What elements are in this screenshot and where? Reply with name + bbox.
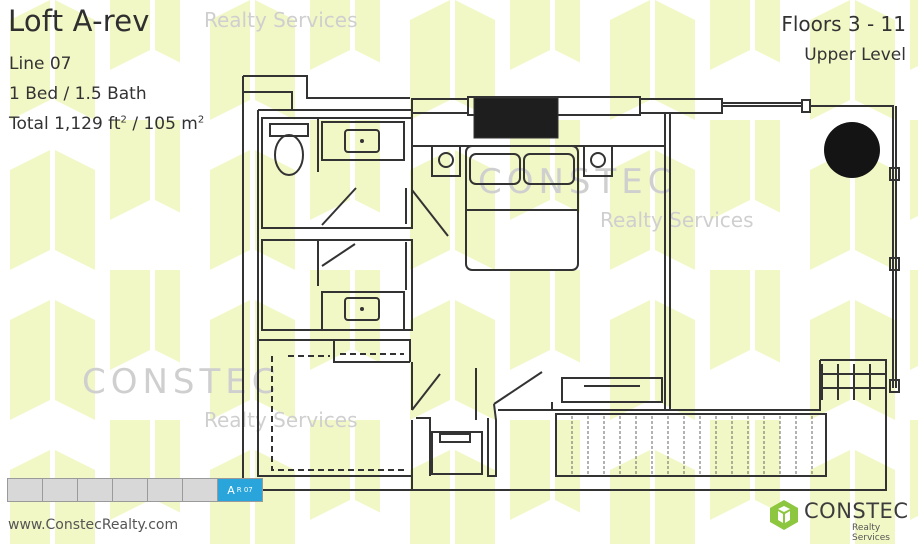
company-logo: CONSTEC Realty Services [768,497,913,543]
door-swing [321,242,407,290]
unit-tab[interactable] [183,479,218,501]
unit-tab[interactable] [43,479,78,501]
level-info: Upper Level [804,45,906,65]
area-prefix: Total [9,114,55,134]
tv-stand [561,377,663,403]
exterior-wall [257,110,413,490]
sink-drain [360,307,364,311]
nightstand [583,145,613,177]
plan-title: Loft A-rev [8,4,150,38]
lamp [438,152,454,168]
window [889,379,900,393]
window [639,98,723,114]
area-m-exp: 2 [197,114,205,126]
washer [431,431,483,475]
lamp [590,152,606,168]
window [889,257,900,271]
bathtub-drain [360,139,364,143]
railing [810,105,897,388]
watermark-service-text: Realty Services [204,8,358,32]
pillow [523,153,575,185]
bed [465,145,579,271]
area-m: / 105 m [126,114,198,134]
area-ft: 1,129 ft [54,114,121,134]
door-swing [475,368,543,420]
website-link[interactable]: www.ConstecRealty.com [8,517,179,533]
nightstand [431,145,461,177]
sink [344,297,380,321]
tv-screen [473,97,559,139]
floors-info: Floors 3 - 11 [781,12,906,36]
logo-name: CONSTEC [804,499,909,523]
staircase [555,413,827,477]
bathroom-wall [262,118,320,229]
closet-wall [258,339,411,363]
interior-wall [498,360,821,411]
logo-icon [770,500,798,530]
area-ft-exp: 2 [120,114,127,126]
staircase-rail [821,364,886,400]
sink [344,129,380,153]
toilet [274,134,304,176]
exterior-wall [242,75,887,491]
unit-tab[interactable] [78,479,113,501]
door-swing [411,189,449,237]
washer-panel [439,433,471,443]
closet-wall [411,362,441,476]
line-number: Line 07 [9,54,72,74]
vanity [321,291,405,331]
unit-tab-label: A [227,483,235,497]
unit-tab-sub: R 07 [236,486,253,494]
unit-tab[interactable] [113,479,148,501]
logo-sub: Realty Services [852,523,890,543]
vanity [321,121,405,161]
bed-bath-info: 1 Bed / 1.5 Bath [9,84,147,104]
unit-tab[interactable] [8,479,43,501]
interior-wall [258,98,413,111]
window [801,99,811,113]
stair-treads [571,416,813,476]
window [889,167,900,181]
bathroom-wall [261,240,319,330]
area-info: Total 1,129 ft2 / 105 m2 [9,114,204,134]
closet-shelf [271,353,404,471]
door-swing [321,187,407,226]
bathroom-wall [261,239,413,331]
laundry-wall [416,403,497,477]
round-table [824,122,880,178]
bathroom-wall [261,117,413,229]
window [722,102,802,107]
unit-tab[interactable] [148,479,183,501]
watermark-service-text: Realty Services [204,408,358,432]
interior-wall [820,359,887,478]
pillow [469,153,521,185]
watermark-service-text: Realty Services [600,208,754,232]
window [411,98,469,114]
interior-wall [664,114,671,410]
